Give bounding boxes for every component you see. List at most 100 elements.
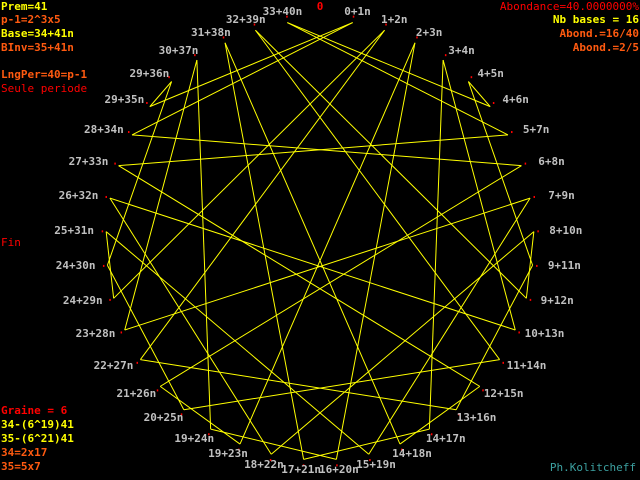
point-marker	[253, 23, 256, 26]
point-label: 17+21n	[281, 463, 322, 477]
fin-text: Fin	[1, 236, 21, 249]
origin-label: 0	[316, 0, 324, 13]
point-label: 11+14n	[506, 358, 547, 372]
chord-18-38	[224, 42, 401, 445]
point-label: 4+6n	[502, 92, 529, 106]
chord-40-7	[287, 22, 509, 136]
point-label: 25+31n	[54, 224, 95, 238]
chord-5-6	[468, 81, 491, 107]
point-label: 24+29n	[62, 294, 103, 308]
point-label: 16+20n	[318, 463, 359, 477]
point-label: 6+8n	[538, 154, 565, 168]
chord-19-31	[105, 231, 370, 455]
chord-22-10	[270, 231, 535, 455]
chord-4-13	[442, 59, 516, 331]
point-marker	[529, 298, 532, 301]
seule-periode-text: Seule periode	[1, 82, 88, 95]
chord-32-22	[109, 197, 272, 455]
chord-8-26	[159, 165, 522, 387]
chord-6-40	[287, 22, 491, 108]
chord-36-35	[149, 81, 172, 107]
point-marker	[470, 76, 473, 79]
base-text: Base=34+41n	[1, 27, 74, 40]
point-label: 20+25n	[143, 411, 184, 425]
chord-30-36	[106, 81, 173, 266]
point-marker	[222, 36, 225, 39]
point-label: 27+33n	[68, 154, 109, 168]
point-marker	[208, 433, 210, 436]
prem-text: Prem=41	[1, 0, 48, 13]
point-label: 24+30n	[55, 259, 96, 273]
chord-2-27	[139, 29, 385, 360]
chord-13-32	[109, 197, 516, 331]
point-marker	[136, 361, 139, 364]
point-marker	[101, 230, 104, 233]
point-label: 33+40n	[262, 4, 303, 18]
point-marker	[352, 15, 355, 18]
point-marker	[114, 162, 116, 165]
lngper-text: LngPer=40=p-1	[1, 68, 88, 81]
point-label: 29+36n	[129, 66, 170, 80]
chord-29-2	[113, 29, 385, 299]
chord-28-9	[124, 197, 531, 331]
chord-31-29	[105, 231, 115, 299]
point-marker	[168, 76, 170, 79]
point-label: 15+19n	[356, 457, 396, 471]
chord-1-34	[131, 22, 353, 136]
point-label: 1+2n	[380, 12, 408, 26]
point-label: 5+7n	[522, 122, 550, 136]
f1-text: 34=2x17	[1, 446, 48, 459]
point-label: 18+22n	[244, 457, 284, 471]
chord-15-18	[399, 385, 481, 445]
point-marker	[109, 298, 111, 301]
abond-frac-text: Abond.=16/40	[559, 27, 639, 40]
point-label: 19+24n	[174, 431, 215, 445]
point-marker	[492, 101, 495, 104]
point-marker	[430, 433, 433, 436]
chord-24-37	[196, 60, 212, 430]
point-label: 8+10n	[549, 224, 583, 238]
point-label: 29+35n	[104, 92, 145, 106]
point-marker	[385, 23, 387, 26]
chord-3-20	[335, 42, 416, 460]
point-label: 22+27n	[93, 358, 134, 372]
author-text: Ph.Kolitcheff	[549, 461, 636, 474]
point-marker	[511, 131, 513, 134]
chord-33-15	[118, 165, 481, 387]
point-marker	[502, 361, 504, 364]
point-marker	[533, 195, 536, 198]
point-marker	[302, 464, 305, 467]
point-label: 9+12n	[540, 294, 574, 308]
abondance-text: Abondance=40.0000000%	[499, 0, 639, 13]
point-marker	[105, 195, 107, 198]
chord-37-28	[124, 59, 198, 331]
p-minus-1-text: p-1=2^3x5	[1, 13, 61, 26]
point-marker	[369, 459, 371, 462]
point-label: 14+17n	[425, 431, 466, 445]
point-label: 10+13n	[524, 327, 565, 341]
point-label: 2+3n	[415, 25, 443, 39]
point-marker	[127, 131, 130, 134]
point-marker	[536, 264, 538, 267]
point-label: 9+11n	[547, 259, 581, 273]
abond-reduced-text: Abond.=2/5	[572, 41, 639, 54]
point-label: 3+4n	[448, 44, 475, 58]
point-marker	[458, 413, 460, 416]
chord-9-19	[368, 197, 531, 455]
point-label: 30+37n	[158, 44, 199, 58]
point-label: 4+5n	[477, 66, 504, 80]
chord-11-5	[467, 81, 534, 266]
chord-20-24	[210, 428, 337, 460]
chord-34-8	[131, 134, 522, 167]
chord-7-33	[118, 134, 509, 167]
chord-12-39	[255, 29, 527, 299]
eq1-text: 34-(6^19)41	[1, 418, 74, 431]
point-label: 7+9n	[548, 189, 575, 203]
point-label: 26+32n	[58, 189, 99, 203]
graine-text: Graine = 6	[1, 404, 68, 417]
chord-27-16	[140, 359, 457, 411]
point-marker	[444, 54, 447, 57]
point-label: 14+18n	[392, 447, 432, 461]
f2-text: 35=5x7	[1, 460, 41, 473]
